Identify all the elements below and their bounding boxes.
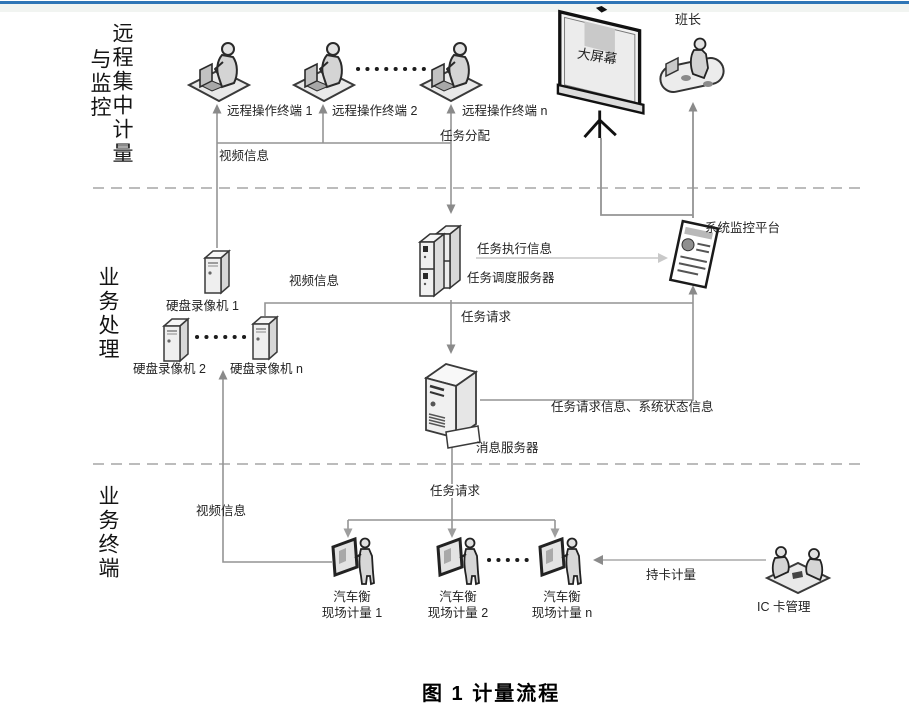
arrowhead-platform-up xyxy=(688,285,698,295)
top-accent-rule xyxy=(0,1,909,4)
dvr-tower-icon xyxy=(203,249,231,295)
section-label-remote-metering: 远程集中计量 xyxy=(110,22,133,166)
ic-card-desk-icon xyxy=(764,546,832,595)
terminal1-label: 远程操作终端 1 xyxy=(227,104,313,118)
scaleN-label-line1: 汽车衡 xyxy=(543,590,581,604)
scale2-label-line1: 汽车衡 xyxy=(439,590,477,604)
weigh-station-icon xyxy=(436,536,480,586)
card-metering-label: 持卡计量 xyxy=(646,568,697,582)
task-request-upper-label: 任务请求 xyxy=(461,310,512,324)
wire-platform-to-bigscreen xyxy=(600,138,693,216)
weigh-station-icon xyxy=(331,536,375,586)
task-exec-info-label: 任务执行信息 xyxy=(477,242,553,256)
scheduler-label: 任务调度服务器 xyxy=(467,271,555,285)
wire-video-dvrN-to-platform xyxy=(264,302,693,316)
scale1-label-line2: 现场计量 1 xyxy=(321,606,383,620)
weigh-station-icon xyxy=(538,536,582,586)
msgserver-label: 消息服务器 xyxy=(476,441,539,455)
top-light-band xyxy=(0,4,909,12)
dvr-tower-icon xyxy=(162,317,190,363)
scale1-label-line1: 汽车衡 xyxy=(333,590,371,604)
person-at-desk-icon xyxy=(659,37,725,93)
foreman-label: 班长 xyxy=(675,12,702,27)
section-label-and-monitoring: 与监控 xyxy=(88,48,111,120)
scale1-label: 汽车衡 现场计量 1 xyxy=(302,589,402,621)
projection-screen-icon: 大屏幕 xyxy=(556,6,645,139)
arrowhead-scaleN-left xyxy=(593,555,603,565)
terminal2-label: 远程操作终端 2 xyxy=(332,104,418,118)
dvr-tower-icon xyxy=(251,315,279,361)
person-at-laptop-icon xyxy=(186,42,252,103)
arrowhead-dvr-up xyxy=(218,370,228,380)
arrowhead-terminal1-up xyxy=(212,104,222,114)
arrowhead-platform-right xyxy=(658,253,668,263)
task-request-info-label: 任务请求信息、系统状态信息 xyxy=(551,400,714,414)
dvr2-label: 硬盘录像机 2 xyxy=(133,362,206,376)
video-info-mid-label: 视频信息 xyxy=(289,274,340,288)
arrowhead-scale1-down xyxy=(343,528,353,538)
wire-task-assign-bus xyxy=(217,111,452,207)
wire-video-scale-to-dvr xyxy=(222,378,332,563)
arrowhead-scaleN-down xyxy=(550,528,560,538)
person-at-laptop-icon xyxy=(291,42,357,103)
section-label-business-processing: 业务处理 xyxy=(96,266,119,362)
message-server-icon xyxy=(423,363,481,449)
arrowhead-msgserver-down xyxy=(446,344,456,354)
scaleN-label: 汽车衡 现场计量 n xyxy=(512,589,612,621)
task-request-lower-label: 任务请求 xyxy=(428,484,483,498)
video-info-bottom-label: 视频信息 xyxy=(196,504,247,518)
person-at-laptop-icon xyxy=(418,42,484,103)
platform-label: 系统监控平台 xyxy=(705,221,781,235)
arrowhead-terminalN-up xyxy=(446,104,456,114)
video-info-top-label: 视频信息 xyxy=(219,149,270,163)
scale2-label: 汽车衡 现场计量 2 xyxy=(408,589,508,621)
wire-msgserver-to-platform xyxy=(480,292,694,401)
iccard-label: IC 卡管理 xyxy=(757,600,811,614)
task-assign-label: 任务分配 xyxy=(440,129,491,143)
figure-caption: 图 1 计量流程 xyxy=(422,683,561,705)
dvrN-label: 硬盘录像机 n xyxy=(230,362,303,376)
scaleN-label-line2: 现场计量 n xyxy=(531,606,593,620)
bigscreen-label: 大屏幕 xyxy=(576,46,618,67)
arrowhead-scheduler-down xyxy=(446,204,456,214)
arrowhead-terminal2-up xyxy=(318,104,328,114)
arrowhead-foreman-up xyxy=(688,102,698,112)
scale2-label-line2: 现场计量 2 xyxy=(427,606,489,620)
terminalN-label: 远程操作终端 n xyxy=(462,104,548,118)
server-cluster-icon xyxy=(417,224,463,298)
arrowhead-scale2-down xyxy=(447,528,457,538)
section-label-business-terminal: 业务终端 xyxy=(96,485,119,581)
monitoring-platform-icon xyxy=(668,219,720,289)
dvr1-label: 硬盘录像机 1 xyxy=(166,299,239,313)
